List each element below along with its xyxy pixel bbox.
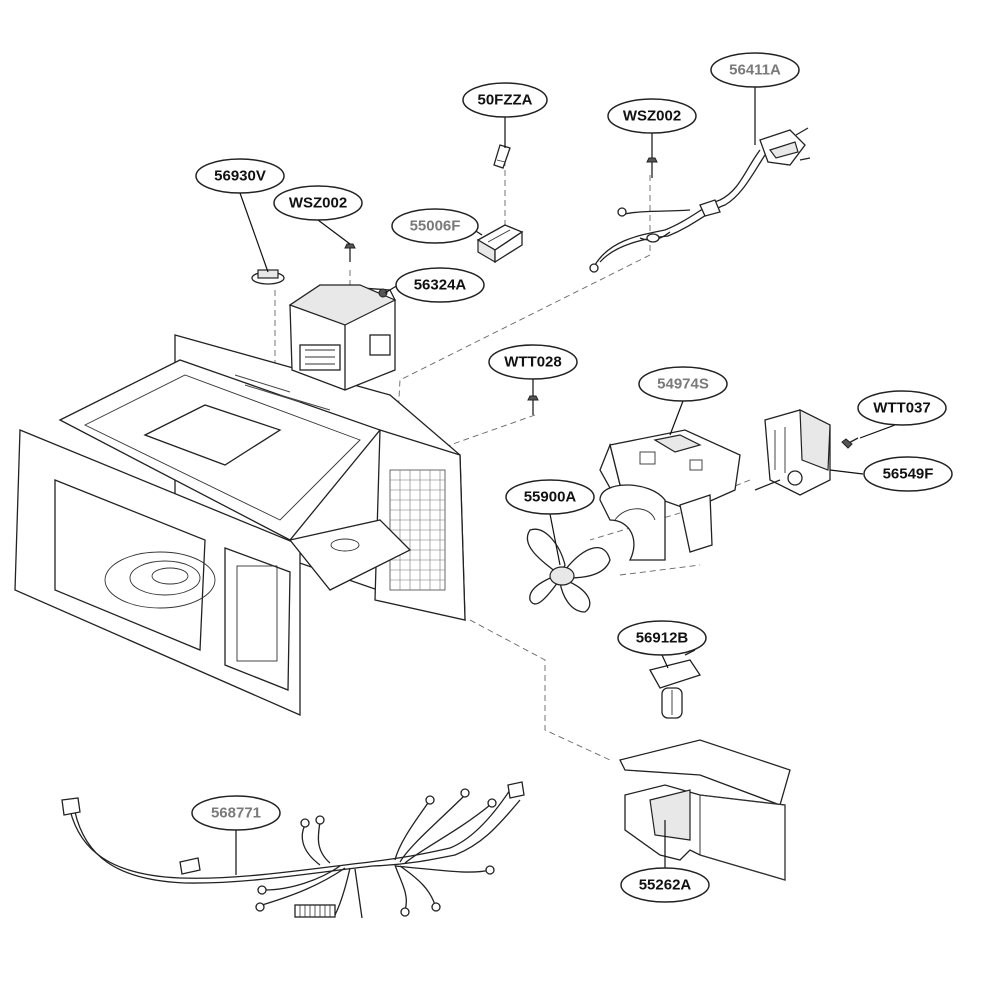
leader-lines bbox=[235, 87, 896, 875]
power-cord-56411a bbox=[589, 127, 811, 273]
fan-blade-55900a bbox=[526, 528, 611, 613]
thermostat-56930v bbox=[251, 269, 285, 285]
label-wsz002-left: WSZ002 bbox=[273, 185, 363, 221]
label-55900a: 55900A bbox=[505, 479, 595, 515]
svg-text:56549F: 56549F bbox=[883, 466, 934, 483]
label-56411a: 56411A bbox=[710, 52, 800, 88]
svg-text:WSZ002: WSZ002 bbox=[623, 108, 681, 125]
svg-text:568771: 568771 bbox=[211, 805, 261, 822]
svg-text:55006F: 55006F bbox=[410, 218, 461, 235]
microwave-chassis bbox=[14, 334, 466, 716]
label-55006f: 55006F bbox=[391, 208, 479, 244]
svg-text:WTT028: WTT028 bbox=[504, 354, 562, 371]
lamp-56912b bbox=[649, 649, 702, 719]
label-56549f: 56549F bbox=[863, 456, 953, 492]
svg-text:50FZZA: 50FZZA bbox=[477, 92, 532, 109]
svg-text:54974S: 54974S bbox=[657, 376, 709, 393]
damper-56549f bbox=[754, 409, 831, 496]
screw-wtt037 bbox=[841, 437, 859, 449]
label-56912b: 56912B bbox=[617, 620, 707, 656]
label-56930v: 56930V bbox=[195, 158, 285, 194]
fuse-holder-55006f bbox=[476, 224, 524, 264]
label-wsz002-top: WSZ002 bbox=[607, 98, 697, 134]
screw-wtt028 bbox=[527, 395, 539, 415]
svg-text:56930V: 56930V bbox=[214, 168, 266, 185]
fan-bracket-54974s bbox=[599, 429, 741, 561]
label-55262a: 55262A bbox=[620, 867, 710, 903]
svg-text:WSZ002: WSZ002 bbox=[289, 195, 347, 212]
air-guide-55262a bbox=[619, 739, 791, 881]
transformer-56324a bbox=[288, 284, 397, 391]
screw-wsz002-left bbox=[344, 243, 356, 262]
label-wtt037: WTT037 bbox=[857, 390, 947, 426]
label-50fzza: 50FZZA bbox=[462, 82, 548, 118]
label-54974s: 54974S bbox=[638, 366, 728, 402]
fuse-50fzza bbox=[493, 144, 511, 169]
svg-text:56324A: 56324A bbox=[414, 277, 467, 294]
screw-wsz002-top bbox=[646, 157, 658, 178]
label-56324a: 56324A bbox=[395, 267, 485, 303]
label-wtt028: WTT028 bbox=[488, 344, 578, 380]
svg-text:56912B: 56912B bbox=[636, 630, 689, 647]
svg-text:56411A: 56411A bbox=[729, 62, 781, 79]
wire-harness-568771 bbox=[61, 781, 525, 919]
svg-text:55262A: 55262A bbox=[639, 877, 692, 894]
label-568771: 568771 bbox=[191, 795, 281, 831]
svg-text:WTT037: WTT037 bbox=[873, 400, 931, 417]
svg-text:55900A: 55900A bbox=[524, 489, 577, 506]
